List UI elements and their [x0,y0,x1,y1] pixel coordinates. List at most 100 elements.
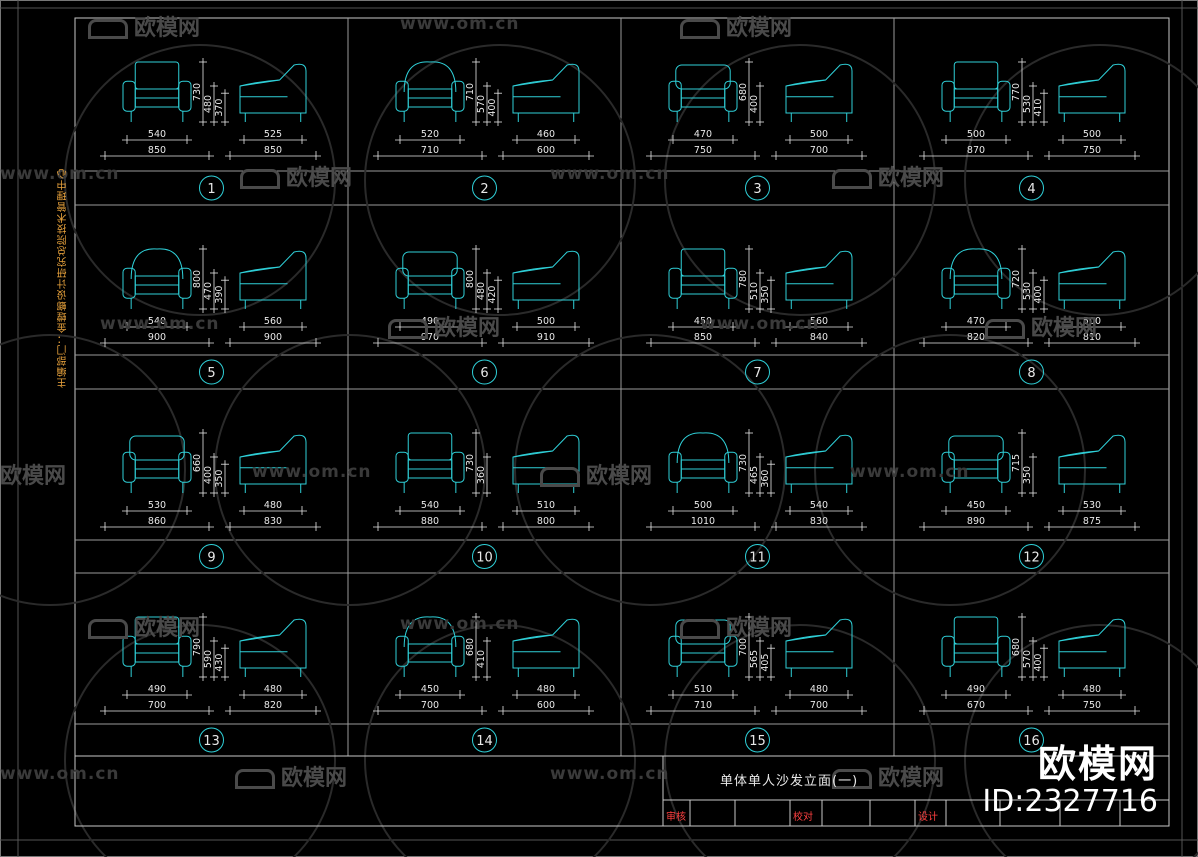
front-overall-dimension-label: 710 [421,145,439,156]
watermark-brand: 欧模网 [680,10,792,42]
height-dimension-label: 360 [476,466,487,484]
sofa-front-arm [997,267,1011,299]
sofa-front-arm [724,635,738,667]
sofa-front-back [949,248,1003,280]
side-width-dimension-label: 560 [264,316,282,327]
front-overall-dimension-label: 850 [694,332,712,343]
front-width-dimension-label: 450 [421,684,439,695]
side-overall-dimension-label: 830 [810,516,828,527]
sofa-front-arm [724,80,738,112]
height-dimension-label: 510 [749,282,760,300]
sofa-number-label: 12 [1023,551,1040,566]
watermark-brand: 欧模网 [680,610,792,642]
title-block [74,755,1170,827]
watermark-brand: 欧模网 [88,10,200,42]
sofa-front-arm [724,451,738,483]
side-overall-dimension-label: 810 [1083,332,1101,343]
sofa-side-body [512,434,580,485]
sofa-number-circle [199,727,224,753]
height-dimension-label: 565 [749,650,760,668]
sofa-side-arm [512,266,553,274]
side-width-dimension-label: 500 [537,316,555,327]
watermark-brand: 欧模网 [240,160,352,192]
side-width-dimension-label: 480 [810,684,828,695]
height-dimension-label: 400 [749,95,760,113]
side-overall-dimension-label: 750 [1083,145,1101,156]
height-dimension-label: 480 [203,95,214,113]
height-dimension-label: 405 [760,654,771,672]
sofa-front-arm [941,451,955,483]
height-dimension-label: 710 [465,83,476,101]
sofa-front-back [402,251,458,277]
sofa-number-label: 15 [749,734,766,749]
sofa-number-circle [1019,727,1044,753]
front-width-dimension-label: 490 [967,684,985,695]
sofa-front-arm [941,635,955,667]
sofa-side-arm [785,634,826,642]
sofa-front-arm [997,80,1011,112]
sofa-front-arm [122,451,136,483]
sofa-front-back [130,248,184,280]
sofa-side-body [512,63,580,114]
sofa-front-back [407,432,453,461]
watermark-brand: 欧模网 [235,760,347,792]
height-dimension-label: 420 [487,286,498,304]
height-dimension-label: 700 [738,638,749,656]
side-note: 主编部门：金螳螂设计研究总院技术管理中心 [58,168,69,388]
sofa-front-arm [395,451,409,483]
front-width-dimension-label: 490 [148,684,166,695]
sofa-side-arm [1058,79,1099,87]
sofa-front-back [403,616,457,648]
front-overall-dimension-label: 880 [421,516,439,527]
height-dimension-label: 390 [214,286,225,304]
front-overall-dimension-label: 710 [694,700,712,711]
cell-grid [75,18,1169,756]
height-dimension-label: 400 [1033,654,1044,672]
sofa-front-arm [724,267,738,299]
watermark-url: www.om.cn [100,314,220,334]
sofa-front-back [134,61,180,90]
sofa-side-arm [785,450,826,458]
front-width-dimension-label: 530 [148,500,166,511]
checker-label: 校对 [793,812,813,823]
front-width-dimension-label: 520 [421,129,439,140]
watermark-url: www.om.cn [700,314,820,334]
sofa-number-circle [745,727,770,753]
height-dimension-label: 660 [192,454,203,472]
height-dimension-label: 410 [1033,99,1044,117]
side-overall-dimension-label: 700 [810,145,828,156]
height-dimension-label: 530 [1022,95,1033,113]
watermark-brand: 欧模网 [388,310,500,342]
sofa-front-back [403,61,457,93]
height-dimension-label: 530 [1022,282,1033,300]
height-dimension-label: 730 [738,454,749,472]
front-overall-dimension-label: 850 [148,145,166,156]
side-width-dimension-label: 480 [264,500,282,511]
height-dimension-label: 470 [203,282,214,300]
side-overall-dimension-label: 600 [537,145,555,156]
side-width-dimension-label: 480 [1083,684,1101,695]
side-overall-dimension-label: 910 [537,332,555,343]
sofa-front-arm [941,267,955,299]
sofa-front-arm [178,635,192,667]
height-dimension-label: 410 [476,650,487,668]
sofa-number-label: 3 [753,182,761,197]
height-dimension-label: 715 [1011,454,1022,472]
sofa-front-arm [668,451,682,483]
id-text: ID:2327716 [982,784,1158,819]
watermark-brand: 欧模网 [88,610,200,642]
height-dimension-label: 430 [214,654,225,672]
sofa-number-circle [472,175,497,201]
sofa-front-arm [997,635,1011,667]
sofa-front-back [676,432,730,464]
watermark-url: www.om.cn [400,14,520,34]
front-overall-dimension-label: 900 [148,332,166,343]
watermark-circle [964,624,1198,857]
front-overall-dimension-label: 860 [148,516,166,527]
